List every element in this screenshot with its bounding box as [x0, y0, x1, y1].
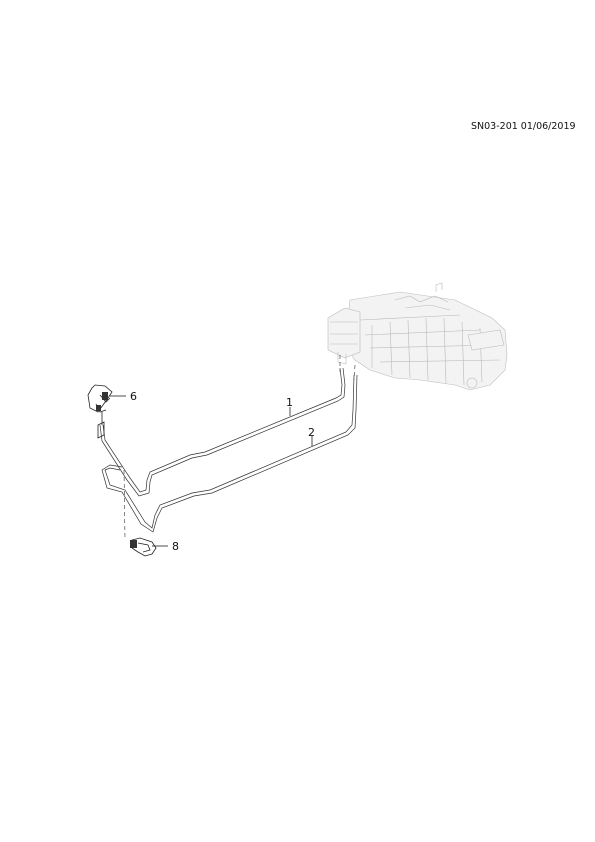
callout-2: 2 — [308, 426, 315, 439]
connection-dashed-line — [353, 364, 356, 381]
connection-dashed-line — [123, 469, 126, 541]
clip-8 — [130, 537, 157, 557]
fuel-pipe-1 — [99, 367, 346, 497]
page-code: SN03-201 01/06/2019 — [471, 121, 576, 132]
callout-1: 1 — [286, 396, 293, 409]
fuel-pipe-2 — [101, 374, 358, 533]
fuel-tank-assembly — [327, 282, 508, 391]
clip-6 — [87, 384, 113, 439]
callout-6: 6 — [130, 390, 137, 403]
callout-8: 8 — [172, 540, 179, 553]
